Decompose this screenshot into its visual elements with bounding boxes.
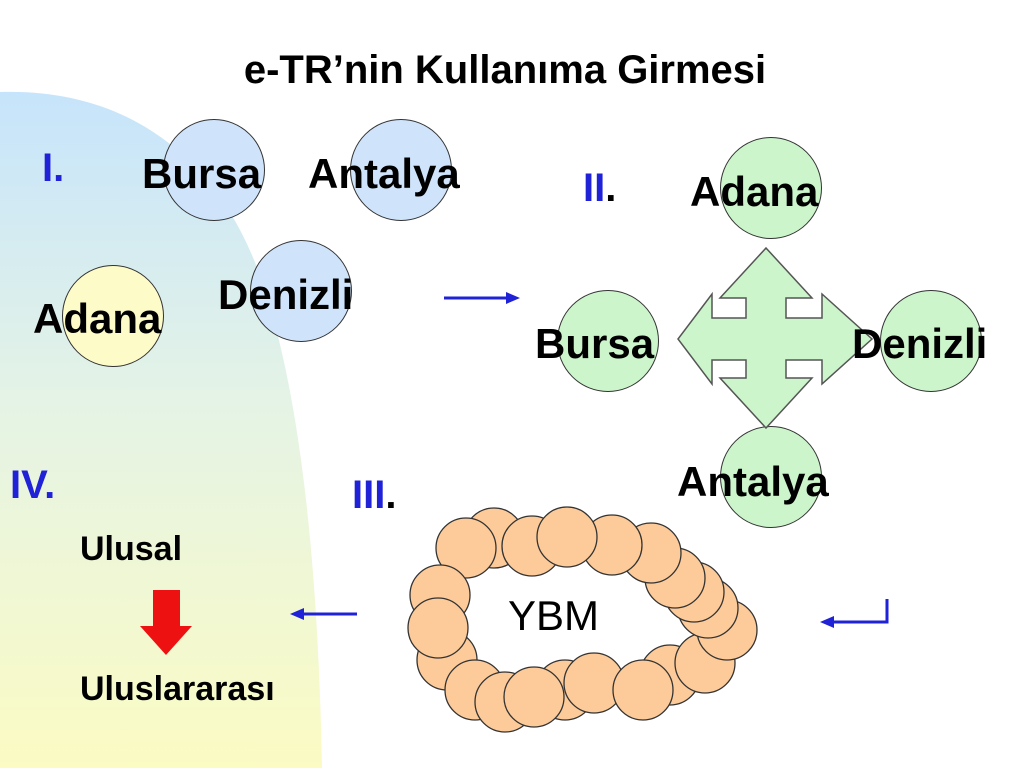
- stage-2-numeral: II: [583, 166, 606, 210]
- ybm-label: YBM: [508, 592, 600, 639]
- stage-2-top-circle: [720, 137, 822, 239]
- stage-1-antalya-circle: [350, 119, 452, 221]
- stage-4-from-label: Ulusal: [80, 530, 183, 568]
- slide-title: e-TR’nin Kullanıma Girmesi: [243, 48, 767, 92]
- stage-3-number: III.: [352, 475, 396, 515]
- stage-4-number: IV.: [10, 463, 56, 507]
- stage-2-bottom-circle: [720, 426, 822, 528]
- stage-2-bottom-label: Antalya: [677, 458, 829, 505]
- stage-3-dot: .: [385, 473, 397, 517]
- stage-1-number: I.: [42, 146, 65, 190]
- stage-1-city-label: Bursa: [142, 150, 262, 197]
- stage-1-city-label: Antalya: [308, 150, 460, 197]
- stage-1-bursa-circle: [163, 119, 265, 221]
- stage-2-right-label: Denizli: [852, 320, 988, 367]
- stage-2-top-label: Adana: [690, 168, 819, 215]
- stage-4-to-label: Uluslararası: [80, 670, 275, 708]
- stage-2-right-circle: [880, 290, 982, 392]
- stage-1-denizli-circle: [250, 240, 352, 342]
- stage-2-number: II.: [583, 168, 616, 208]
- stage-1-city-label: Denizli: [218, 271, 354, 318]
- stage-2-left-circle: [557, 290, 659, 392]
- stage-1-city-label: Adana: [33, 295, 162, 342]
- stage-2-left-label: Bursa: [535, 320, 655, 367]
- stage-1-adana-circle: [62, 265, 164, 367]
- stage-3-numeral: III: [352, 473, 386, 517]
- stage-2-dot: .: [605, 166, 617, 210]
